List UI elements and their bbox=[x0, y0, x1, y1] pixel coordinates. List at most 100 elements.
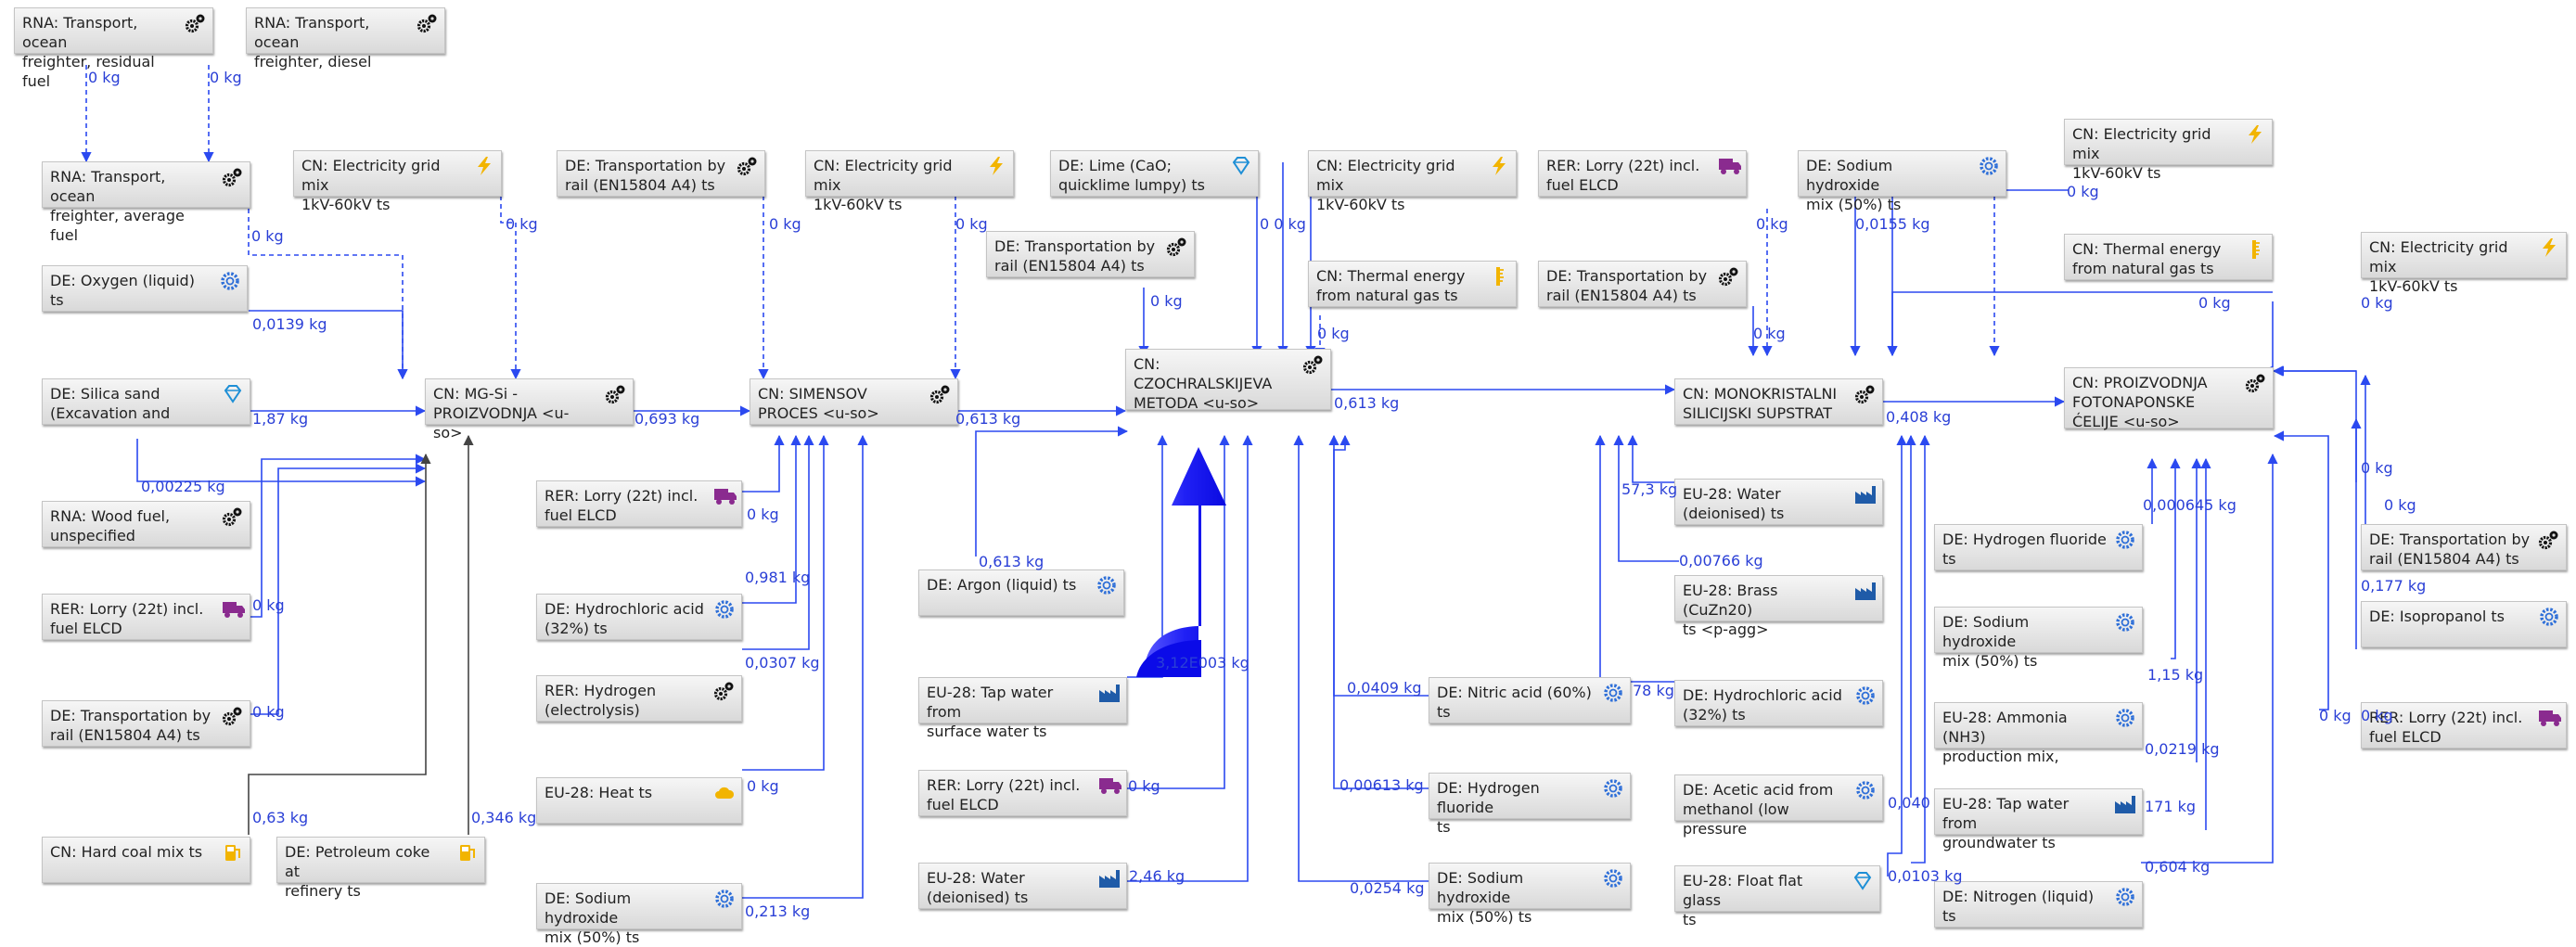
process-label: RNA: Transport, ocean freighter, diesel bbox=[254, 14, 372, 70]
process-node-n25[interactable]: EU-28: Tap water from surface water ts bbox=[918, 677, 1127, 740]
process-node-n21[interactable]: DE: Lime (CaO; quicklime lumpy) ts bbox=[1050, 150, 1259, 197]
gear-pair-icon bbox=[1718, 266, 1740, 287]
flow-amount-label: 0,00225 kg bbox=[141, 478, 225, 495]
process-node-n26[interactable]: RER: Lorry (22t) incl. fuel ELCD bbox=[918, 770, 1127, 816]
flow-amount-label: 0 kg bbox=[506, 215, 538, 233]
process-node-n24[interactable]: DE: Argon (liquid) ts bbox=[918, 569, 1124, 616]
process-node-n33[interactable]: RER: Lorry (22t) incl. fuel ELCD bbox=[1538, 150, 1747, 197]
process-node-n39[interactable]: DE: Hydrochloric acid (32%) ts bbox=[1674, 680, 1883, 726]
process-node-n12[interactable]: CN: MG-Si - PROIZVODNJA <u-so> bbox=[425, 378, 634, 442]
process-node-n45[interactable]: CN: PROIZVODNJA FOTONAPONSKE ĆELIJE <u-s… bbox=[2064, 367, 2274, 430]
tap-water-flow-arrow bbox=[1144, 447, 1226, 677]
process-label: EU-28: Water (deionised) ts bbox=[927, 869, 1029, 906]
process-label: DE: Hydrogen fluoride ts bbox=[1437, 779, 1540, 836]
process-node-n41[interactable]: EU-28: Float flat glass ts bbox=[1674, 865, 1880, 928]
process-node-n44[interactable]: CN: Electricity grid mix 1kV-60kV ts bbox=[2361, 232, 2567, 295]
process-node-n07[interactable]: RER: Lorry (22t) incl. fuel ELCD bbox=[42, 594, 250, 640]
process-label: CN: SIMENSOV PROCES <u-so> bbox=[758, 385, 879, 422]
cog-icon bbox=[1096, 575, 1118, 595]
process-node-n05[interactable]: DE: Silica sand (Excavation and bbox=[42, 378, 250, 425]
flow-amount-label: 0 kg bbox=[747, 777, 779, 795]
process-node-n52[interactable]: DE: Isopropanol ts bbox=[2361, 601, 2567, 647]
process-label: EU-28: Water (deionised) ts bbox=[1683, 485, 1785, 522]
flow-amount-label: 0,00613 kg bbox=[1339, 776, 1424, 794]
diamond-icon bbox=[1852, 871, 1874, 891]
process-node-n37[interactable]: EU-28: Water (deionised) ts bbox=[1674, 479, 1883, 525]
process-node-n31[interactable]: DE: Hydrogen fluoride ts bbox=[1429, 773, 1631, 836]
gear-pair-icon bbox=[1854, 384, 1877, 404]
process-node-n16[interactable]: RER: Lorry (22t) incl. fuel ELCD bbox=[536, 480, 742, 527]
process-node-n43[interactable]: CN: Thermal energy from natural gas ts bbox=[2064, 234, 2273, 280]
process-label: EU-28: Ammonia (NH3) production mix, bbox=[1942, 709, 2068, 765]
process-node-n19[interactable]: EU-28: Heat ts bbox=[536, 777, 742, 824]
cloud-icon bbox=[713, 783, 736, 803]
process-node-n38[interactable]: EU-28: Brass (CuZn20) ts <p-agg> bbox=[1674, 575, 1883, 638]
thermometer-icon bbox=[1488, 266, 1510, 287]
flow-amount-label: 0,613 kg bbox=[1334, 394, 1400, 412]
flow-amount-label: 0 kg bbox=[251, 227, 284, 245]
process-node-n17[interactable]: DE: Hydrochloric acid (32%) ts bbox=[536, 594, 742, 640]
process-node-n48[interactable]: EU-28: Ammonia (NH3) production mix, bbox=[1934, 702, 2143, 765]
process-node-n46[interactable]: DE: Hydrogen fluoride ts bbox=[1934, 524, 2143, 570]
process-label: RER: Hydrogen (electrolysis) bbox=[545, 682, 657, 719]
process-node-n36[interactable]: CN: MONOKRISTALNI SILICIJSKI SUPSTRAT bbox=[1674, 378, 1883, 425]
flow-amount-label: 0 kg bbox=[2067, 183, 2099, 200]
flow-amount-label: 0 kg bbox=[2198, 294, 2231, 312]
process-node-n01[interactable]: RNA: Transport, ocean freighter, residua… bbox=[14, 7, 213, 90]
process-node-n02[interactable]: RNA: Transport, ocean freighter, diesel bbox=[246, 7, 445, 70]
process-label: CN: MG-Si - PROIZVODNJA <u-so> bbox=[433, 385, 570, 442]
flow-amount-label: 0 kg bbox=[1128, 777, 1160, 795]
process-node-n53[interactable]: RER: Lorry (22t) incl. fuel ELCD bbox=[2361, 702, 2567, 749]
process-label: DE: Sodium hydroxide mix (50%) ts bbox=[1806, 157, 1902, 213]
process-node-n13[interactable]: DE: Transportation by rail (EN15804 A4) … bbox=[557, 150, 765, 197]
cog-icon bbox=[1602, 683, 1624, 703]
flow-amount-label: 0,346 kg bbox=[471, 809, 537, 826]
process-node-n51[interactable]: DE: Transportation by rail (EN15804 A4) … bbox=[2361, 524, 2567, 570]
flow-amount-label: 0 kg bbox=[210, 69, 242, 86]
process-label: DE: Nitrogen (liquid) ts bbox=[1942, 888, 2095, 925]
flow-amount-label: 171 kg bbox=[2145, 798, 2197, 815]
flow-amount-label: 1,87 kg bbox=[252, 410, 309, 428]
thermometer-icon bbox=[2244, 239, 2266, 260]
process-node-n04[interactable]: DE: Oxygen (liquid) ts bbox=[42, 265, 248, 312]
process-node-n11[interactable]: CN: Electricity grid mix 1kV-60kV ts bbox=[293, 150, 502, 213]
process-node-n49[interactable]: EU-28: Tap water from groundwater ts bbox=[1934, 788, 2143, 851]
process-node-n27[interactable]: EU-28: Water (deionised) ts bbox=[918, 863, 1127, 909]
process-node-n35[interactable]: DE: Sodium hydroxide mix (50%) ts bbox=[1798, 150, 2006, 213]
process-node-n32[interactable]: DE: Sodium hydroxide mix (50%) ts bbox=[1429, 863, 1631, 926]
process-node-n09[interactable]: CN: Hard coal mix ts bbox=[42, 837, 250, 883]
process-node-n22[interactable]: DE: Transportation by rail (EN15804 A4) … bbox=[986, 231, 1195, 277]
process-node-n50[interactable]: DE: Nitrogen (liquid) ts bbox=[1934, 881, 2143, 928]
process-node-n47[interactable]: DE: Sodium hydroxide mix (50%) ts bbox=[1934, 607, 2143, 670]
process-node-n40[interactable]: DE: Acetic acid from methanol (low press… bbox=[1674, 774, 1883, 838]
process-label: RER: Lorry (22t) incl. fuel ELCD bbox=[2369, 709, 2523, 746]
gear-pair-icon bbox=[929, 384, 952, 404]
process-node-n29[interactable]: CN: Thermal energy from natural gas ts bbox=[1308, 261, 1517, 307]
flow-amount-label: 57,3 kg bbox=[1621, 480, 1678, 498]
process-node-n30[interactable]: DE: Nitric acid (60%) ts bbox=[1429, 677, 1631, 723]
flow-amount-label: 0 kg bbox=[769, 215, 801, 233]
process-node-n23[interactable]: CN: CZOCHRALSKIJEVA METODA <u-so> bbox=[1125, 349, 1331, 412]
process-node-n28[interactable]: CN: Electricity grid mix 1kV-60kV ts bbox=[1308, 150, 1517, 213]
process-label: EU-28: Brass (CuZn20) ts <p-agg> bbox=[1683, 582, 1778, 638]
process-node-n34[interactable]: DE: Transportation by rail (EN15804 A4) … bbox=[1538, 261, 1747, 307]
process-node-n42[interactable]: CN: Electricity grid mix 1kV-60kV ts bbox=[2064, 119, 2273, 182]
truck-icon bbox=[2538, 708, 2561, 728]
flow-amount-label: 0 kg bbox=[1753, 325, 1786, 342]
process-node-n06[interactable]: RNA: Wood fuel, unspecified bbox=[42, 501, 250, 547]
process-node-n20[interactable]: DE: Sodium hydroxide mix (50%) ts bbox=[536, 883, 742, 946]
process-node-n03[interactable]: RNA: Transport, ocean freighter, average… bbox=[42, 161, 250, 244]
gear-pair-icon bbox=[222, 706, 244, 726]
process-label: DE: Transportation by rail (EN15804 A4) … bbox=[50, 707, 211, 744]
process-node-n10[interactable]: DE: Petroleum coke at refinery ts bbox=[276, 837, 485, 900]
gear-pair-icon bbox=[417, 13, 439, 33]
process-node-n18[interactable]: RER: Hydrogen (electrolysis) bbox=[536, 675, 742, 722]
flow-amount-label: 0,693 kg bbox=[634, 410, 700, 428]
diamond-icon bbox=[222, 384, 244, 404]
cog-icon bbox=[713, 599, 736, 620]
process-node-n15[interactable]: CN: SIMENSOV PROCES <u-so> bbox=[750, 378, 958, 425]
flow-amount-label: 0,0409 kg bbox=[1347, 679, 1422, 697]
process-node-n08[interactable]: DE: Transportation by rail (EN15804 A4) … bbox=[42, 700, 250, 747]
process-node-n14[interactable]: CN: Electricity grid mix 1kV-60kV ts bbox=[805, 150, 1014, 213]
